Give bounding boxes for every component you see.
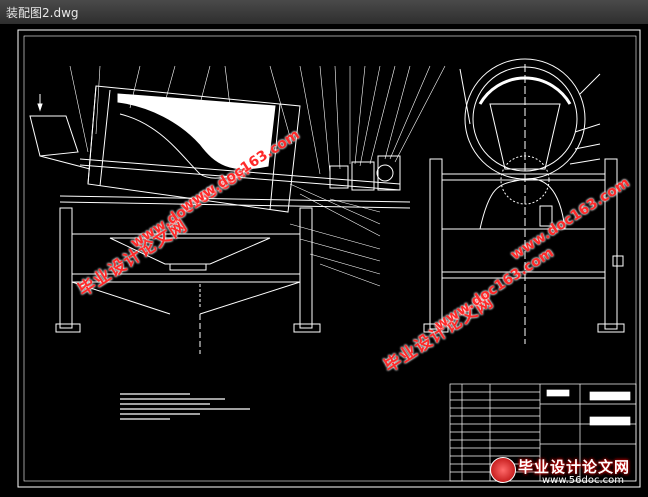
callout-leaders [69,65,446,287]
drawing-canvas[interactable]: 毕业设计论文网 www.doc163.com www.doc163.com 毕业… [0,24,648,493]
site-logo: 毕业设计论文网 www.56doc.com [484,453,644,491]
side-view [29,85,411,354]
title-bar[interactable]: 装配图2.dwg [0,0,648,25]
logo-text: 毕业设计论文网 [518,458,631,476]
outer-frame [17,29,641,488]
end-leg-left [429,158,443,330]
bearing-block [329,165,349,189]
inner-frame-end [489,103,561,170]
logo-badge-icon [490,457,516,483]
feed-hopper [29,115,79,157]
logo-url: www.56doc.com [542,475,625,486]
chute [479,178,566,230]
discharge-funnel [109,237,271,265]
left-leg [59,207,73,329]
window-title: 装配图2.dwg [6,6,79,20]
assembly-drawing [17,29,641,488]
end-view [423,58,625,344]
title-block [449,383,637,482]
technical-notes [120,393,250,420]
motor [377,155,401,191]
main-shaft [79,158,401,185]
end-leg-right [604,158,618,330]
inner-frame [23,35,637,482]
right-leg [299,207,313,329]
reducer [351,161,375,191]
